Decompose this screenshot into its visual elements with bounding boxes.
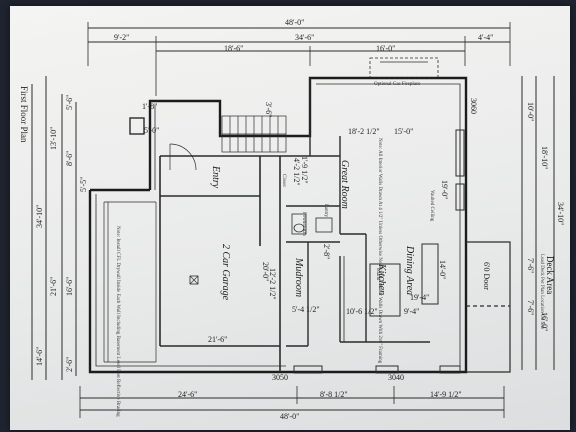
dim-left-inner-1: 13'-10" bbox=[49, 126, 58, 150]
room-mudroom: Mudroom bbox=[293, 258, 304, 298]
dining-counter bbox=[421, 243, 439, 305]
note-walls: Note: All Interior Walls Drawn At 4 1/2"… bbox=[377, 138, 382, 364]
dim-top-bay: 16'-0" bbox=[376, 44, 396, 53]
dim-bottom-right: 14'-9 1/2" bbox=[430, 390, 462, 399]
dim-dining-depth: 14'-0" bbox=[438, 260, 447, 280]
dim-right-5: 7'-6" bbox=[526, 300, 535, 316]
dim-left-inner-5: 5'-5" bbox=[79, 176, 88, 192]
window-3040: 3040 bbox=[388, 373, 404, 382]
dim-top-inner: 18'-6" bbox=[224, 44, 244, 53]
room-garage: 2 Car Garage bbox=[220, 244, 231, 301]
dim-bottom-mid: 8'-8 1/2" bbox=[320, 390, 348, 399]
dim-left-outer-2: 21'-6" bbox=[49, 276, 58, 296]
dim-left-inner-4: 16'-6" bbox=[65, 276, 74, 296]
dim-right-4: 7'-6" bbox=[526, 258, 535, 274]
dim-pantry-2: 4'-2 1/2" bbox=[292, 158, 301, 186]
dim-dining-total: 19'-4" bbox=[410, 293, 430, 302]
dim-hall: 2'-8" bbox=[322, 244, 331, 260]
dim-stair-2: 5'-0" bbox=[144, 126, 160, 135]
staircase bbox=[221, 115, 287, 153]
door-6-0: 6'0 Door bbox=[482, 262, 491, 290]
dim-left-inner-3: 8'-6" bbox=[65, 150, 74, 166]
room-pantry: Pantry bbox=[323, 204, 328, 218]
note-garage: Note: Install CFL Drywall Inside Each Wa… bbox=[115, 226, 120, 417]
dim-right-2: 18'-10" bbox=[540, 146, 549, 170]
dim-great-room-width: 18'-2 1/2" bbox=[348, 127, 380, 136]
dim-bottom-overall: 48'-0" bbox=[280, 412, 300, 421]
kitchen-island bbox=[369, 263, 401, 317]
window-3050: 3050 bbox=[272, 373, 288, 382]
drawing-title: First Floor Plan bbox=[19, 86, 29, 143]
dim-right-1: 10'-0" bbox=[526, 102, 535, 122]
dim-top-left: 9'-2" bbox=[114, 33, 130, 42]
note-ceiling: Vaulted Ceiling bbox=[429, 190, 434, 222]
dim-mudroom-depth: 12'-2 1/2" bbox=[268, 268, 277, 300]
blueprint-sheet: First Floor Plan 48'-0" 9'-2" 34'-6" 4'-… bbox=[10, 6, 570, 430]
exterior-wall-garage bbox=[88, 190, 292, 374]
dim-bottom-left: 24'-6" bbox=[178, 390, 198, 399]
dim-great-room-depth: 19'-0" bbox=[440, 180, 449, 200]
room-dining-area: Dining Area bbox=[404, 246, 415, 296]
label-fireplace: Optional Gas Fireplace bbox=[374, 82, 421, 87]
room-great-room: Great Room bbox=[339, 160, 350, 209]
toilet bbox=[291, 213, 307, 235]
dim-mudroom-width: 5'-4 1/2" bbox=[292, 305, 320, 314]
dim-left-outer-1: 34'-10" bbox=[35, 204, 44, 228]
dim-left-outer-3: 14'-6" bbox=[35, 346, 44, 366]
window-3060: 3060 bbox=[469, 98, 478, 114]
room-closet: Closet bbox=[281, 174, 286, 187]
fireplace-bay bbox=[369, 57, 439, 79]
dim-top-right: 4'-4" bbox=[478, 33, 494, 42]
room-deck: Deck Area bbox=[545, 256, 555, 295]
dim-left-inner-2: 5'-6" bbox=[65, 94, 74, 110]
sink bbox=[315, 217, 333, 233]
floor-plan-drawing bbox=[31, 22, 555, 418]
dim-kitchen-width: 10'-6 1/2" bbox=[346, 307, 378, 316]
room-entry: Entry bbox=[210, 166, 221, 189]
dim-stair-1: 1'-8" bbox=[142, 102, 158, 111]
dim-pantry-1: 1'-9 1/2" bbox=[300, 156, 309, 184]
note-deck: Lead Deck Per Plan Location On Site bbox=[539, 254, 544, 330]
dim-stair-3: 3'-6" bbox=[264, 102, 273, 118]
dim-top-overall: 48'-0" bbox=[285, 18, 305, 27]
dim-garage-width: 21'-6" bbox=[208, 335, 228, 344]
room-powder: Powder Rm bbox=[301, 212, 306, 236]
dim-right-3: 34'-10" bbox=[556, 202, 565, 226]
dim-great-room-inner: 15'-0" bbox=[394, 127, 414, 136]
dim-top-mid: 34'-6" bbox=[295, 33, 315, 42]
deck-outline bbox=[466, 241, 511, 373]
dim-dining-width: 9'-4" bbox=[404, 307, 420, 316]
dim-left-inner-6: 2'-6" bbox=[65, 356, 74, 372]
